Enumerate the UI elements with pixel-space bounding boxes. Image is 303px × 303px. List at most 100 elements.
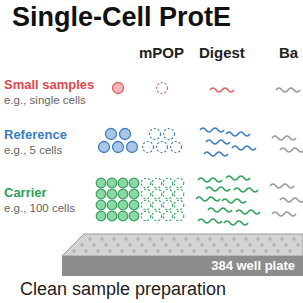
peptide [232,146,256,150]
well [104,243,108,247]
well [116,243,120,247]
well [112,237,116,241]
well [256,237,260,241]
cell [129,200,139,210]
well [168,249,172,253]
cell-dashed [163,211,173,221]
cell [107,200,117,210]
well [268,237,272,241]
cell-dashed [141,211,151,221]
cell [113,83,124,94]
peptide [272,136,296,140]
cell [96,189,106,199]
well [88,237,92,241]
well [252,249,256,253]
barcoded-peptides [270,88,303,216]
well [232,237,236,241]
well [216,249,220,253]
peptides [210,88,234,92]
well [228,249,232,253]
column-header: mPOP [139,44,184,61]
peptide [224,221,248,225]
well [148,237,152,241]
well [108,249,112,253]
well [160,237,164,241]
peptide [200,128,224,132]
cell [129,189,139,199]
cell [107,178,117,188]
cell-dashed [174,178,184,188]
well [296,243,300,247]
cell-dashed [171,142,182,153]
peptide [198,178,222,182]
peptide [204,152,228,156]
plate-top [62,234,303,256]
well [80,243,84,247]
cell [129,178,139,188]
row-label: Small samples [4,78,94,93]
row-label: Carrier [4,186,47,201]
well [204,249,208,253]
well [184,237,188,241]
peptide [276,88,300,92]
peptide [198,219,222,223]
cell [120,129,131,140]
well [132,249,136,253]
cell-dashed [141,200,151,210]
cell [127,142,138,153]
row-sublabel: e.g., single cells [4,94,86,107]
peptide [226,132,250,136]
cell-dashed [152,200,162,210]
cell-dashed [152,211,162,221]
peptide [208,208,232,212]
peptide [222,199,246,203]
well-plate [62,234,303,256]
column-header: Ba [279,44,298,61]
cell [118,211,128,221]
cell-dashed [174,189,184,199]
cell [106,129,117,140]
well [188,243,192,247]
cell [107,211,117,221]
well [96,249,100,253]
plate-label: 384 well plate [211,259,295,274]
well [220,237,224,241]
peptide [272,212,296,216]
well [176,243,180,247]
well [84,249,88,253]
lysed-cell [157,83,168,94]
cell-dashed [141,178,151,188]
cell-dashed [174,200,184,210]
peptide [206,140,230,144]
well [236,243,240,247]
well [72,249,76,253]
cell [118,200,128,210]
well [144,249,148,253]
reference-cells [99,129,138,153]
well [272,243,276,247]
cell-dashed [150,129,161,140]
well [224,243,228,247]
cell-dashed [163,178,173,188]
well [124,237,128,241]
column-header: Digest [199,44,245,61]
well [140,243,144,247]
well [196,237,200,241]
well [100,237,104,241]
cell-dashed [143,142,154,153]
well [128,243,132,247]
well [292,237,296,241]
cell-dashed [141,189,151,199]
well [248,243,252,247]
cell [118,189,128,199]
well [284,243,288,247]
wells [72,237,300,253]
cell [118,178,128,188]
cell [107,189,117,199]
well [152,243,156,247]
well [164,243,168,247]
well [280,237,284,241]
lysed-reference [143,129,182,153]
row-label: Reference [4,128,67,143]
